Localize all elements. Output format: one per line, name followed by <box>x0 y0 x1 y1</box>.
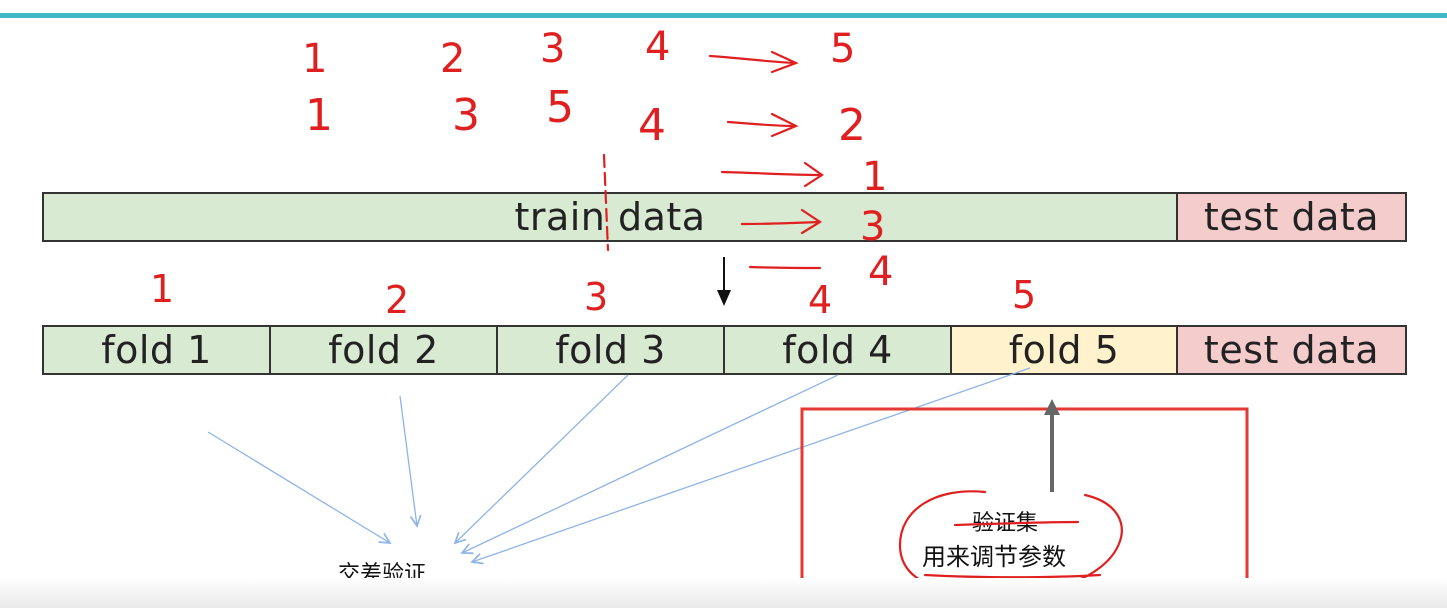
hw-seq2-2: 2 <box>838 100 866 151</box>
hw-seq2-3: 3 <box>452 90 480 141</box>
hw-fold-5: 5 <box>1012 273 1036 317</box>
split-down-arrow-head <box>717 290 731 306</box>
hw-seq2-1: 1 <box>305 90 333 141</box>
hw-fold-3: 3 <box>584 275 608 319</box>
connector-fold-2 <box>399 395 417 526</box>
fold-label: fold 1 <box>101 328 212 372</box>
train-data-label: train data <box>514 195 706 239</box>
test-data-label-bottom: test data <box>1203 328 1380 372</box>
handwritten-sequence-2: 1 3 5 4 2 <box>305 82 866 151</box>
hw-fold-1: 1 <box>150 267 174 311</box>
fold-label: fold 5 <box>1008 328 1120 372</box>
connector-fold-3 <box>455 374 629 543</box>
test-data-label-top: test data <box>1203 195 1380 239</box>
header-rule <box>0 13 1447 18</box>
connector-fold-4 <box>462 374 839 553</box>
validation-highlight-box <box>800 407 1249 605</box>
hw-fold-4: 4 <box>808 278 832 322</box>
fold-4: fold 4 <box>723 325 952 375</box>
train-data-bar: train data <box>42 192 1178 242</box>
hw-extra-1: 1 <box>862 154 887 200</box>
hw-seq1-5: 5 <box>830 26 855 72</box>
fold-label: fold 3 <box>555 328 666 372</box>
connector-fold-5 <box>472 367 1031 562</box>
hw-seq1-1: 1 <box>302 36 327 82</box>
hw-seq2-4: 4 <box>638 100 666 151</box>
fold-3: fold 3 <box>496 325 725 375</box>
connector-fold-1 <box>207 431 390 543</box>
footer-fade <box>0 578 1447 608</box>
handwritten-sequence-1: 1 2 3 4 5 <box>302 24 855 82</box>
fold-2: fold 2 <box>269 325 498 375</box>
handwritten-extra-results: 1 3 4 <box>860 154 893 295</box>
hw-extra-4: 4 <box>868 249 893 295</box>
handwritten-fold-numbers: 1 2 3 4 5 <box>150 267 1036 322</box>
hw-fold-2: 2 <box>385 278 409 322</box>
hw-extra-3: 3 <box>860 204 885 250</box>
validation-arrow-head <box>1044 399 1060 415</box>
fold-5: fold 5 <box>950 325 1178 375</box>
hw-seq1-3: 3 <box>540 26 565 72</box>
fold-1: fold 1 <box>42 325 271 375</box>
hw-seq2-5: 5 <box>546 82 574 133</box>
hw-seq1-4: 4 <box>645 24 670 70</box>
validation-purpose-label: 用来调节参数 <box>922 543 1066 571</box>
fold-label: fold 2 <box>328 328 439 372</box>
fold-label: fold 4 <box>782 328 893 372</box>
test-data-bar-top: test data <box>1176 192 1407 242</box>
test-data-bar-bottom: test data <box>1176 325 1407 375</box>
hw-seq1-2: 2 <box>440 36 465 82</box>
